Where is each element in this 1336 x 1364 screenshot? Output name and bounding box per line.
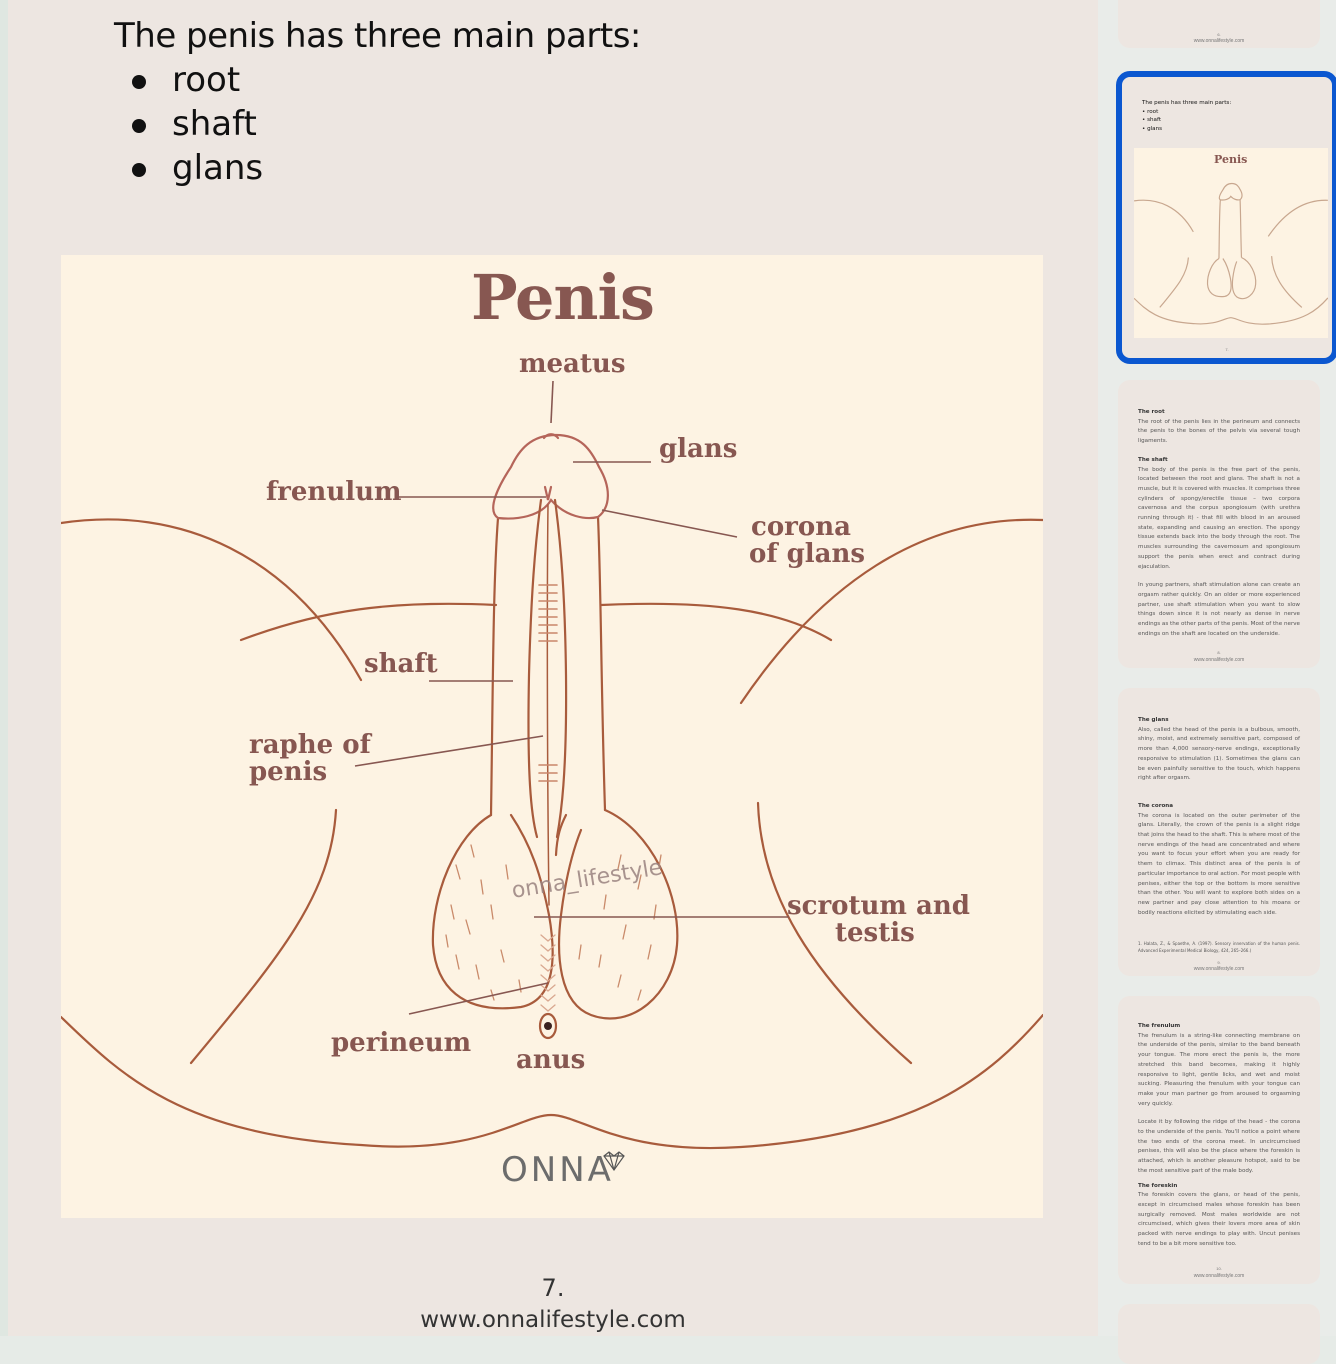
onna-logo-text: ONNA [501,1150,614,1190]
thumb-page-number: 7. [1225,347,1229,352]
thumb-intro: The penis has three main parts: • root •… [1142,99,1231,133]
page-url: www.onnalifestyle.com [420,1307,686,1333]
label-scrotum-line2: testis [835,918,915,948]
thumbnail-page-7-selected[interactable]: The penis has three main parts: • root •… [1116,71,1336,364]
thumb-page-number: 6. [1217,32,1221,37]
thumb-list-item: • glans [1142,125,1163,132]
thumb-footnote: 1. Halata, Z., & Spaethe, A. (1997). Sen… [1138,941,1300,953]
label-corona-line1: corona [751,512,851,542]
thumb-list-item: • root [1142,108,1159,115]
thumbnail-sidebar[interactable]: 6. www.onnalifestyle.com The penis has t… [1098,0,1336,1364]
list-item: glans [114,146,641,190]
label-scrotum-line1: scrotum and [787,891,970,921]
label-corona-line2: of glans [749,539,866,569]
diagram-title: Penis [471,261,655,334]
list-item: shaft [114,102,641,146]
label-raphe-line2: penis [249,757,328,787]
penis-diagram: Penis meatus glans frenulum corona of gl… [61,255,1043,1218]
label-frenulum: frenulum [266,477,402,507]
thumb-page-number: 8. [1217,650,1221,655]
label-shaft: shaft [364,649,438,679]
thumb-page-url: www.onnalifestyle.com [1193,38,1245,44]
intro-title: The penis has three main parts: [114,16,641,56]
intro-block: The penis has three main parts: root sha… [114,14,641,190]
parts-list: root shaft glans [114,58,641,190]
thumb-page-url: www.onnalifestyle.com [1193,657,1245,663]
thumb-page-url: www.onnalifestyle.com [1193,1273,1245,1279]
document-page: The penis has three main parts: root sha… [8,0,1098,1336]
thumb-diagram-title: Penis [1214,153,1248,166]
label-perineum: perineum [331,1028,472,1058]
label-meatus: meatus [519,349,626,379]
list-item: root [114,58,641,102]
thumb-intro-title: The penis has three main parts: [1142,100,1232,106]
thumb-diagram-illustration [1133,182,1329,325]
page-number: 7. [541,1274,565,1302]
thumb-page-url: www.onnalifestyle.com [1193,966,1245,972]
label-glans: glans [659,434,738,464]
diagram-illustration [61,380,1043,1150]
thumb-page-number: 9. [1217,960,1221,965]
thumb-diagram: Penis [1133,148,1329,338]
thumbnail-page-6[interactable]: 6. www.onnalifestyle.com [1118,0,1320,48]
diamond-heart-icon [603,1151,625,1172]
thumb-page-number: 10. [1216,1266,1222,1271]
window-edge [0,0,8,1336]
label-raphe-line1: raphe of [249,730,371,760]
thumbnail-page-11[interactable] [1118,1304,1320,1364]
thumb-list-item: • shaft [1142,117,1162,123]
label-anus: anus [516,1045,586,1075]
